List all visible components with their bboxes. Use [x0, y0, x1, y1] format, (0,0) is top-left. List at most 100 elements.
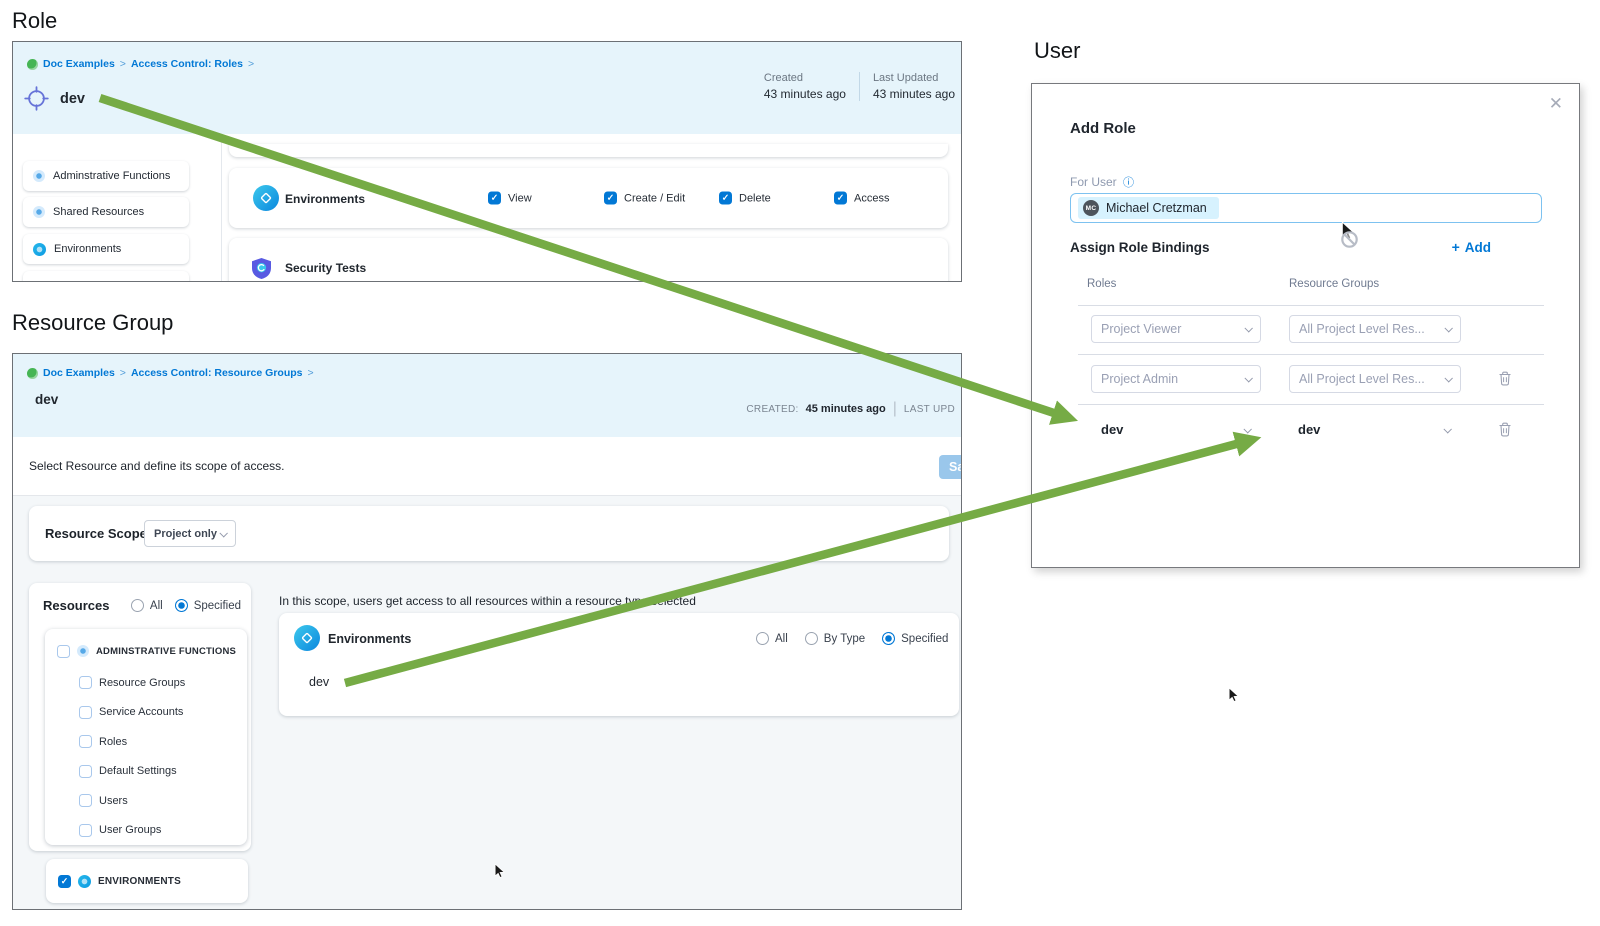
- radio-icon[interactable]: [130, 599, 144, 612]
- row-label: Environments: [285, 192, 366, 206]
- add-label: Add: [1464, 239, 1491, 255]
- radio-icon[interactable]: [174, 599, 188, 612]
- info-icon[interactable]: ⓘ: [1123, 177, 1135, 189]
- sidebar-item-administrative-functions[interactable]: Adminstrative Functions: [23, 161, 189, 191]
- project-logo-icon: [27, 58, 38, 70]
- checkbox-unchecked-icon[interactable]: [79, 794, 92, 808]
- sidebar-item-shared-resources[interactable]: Shared Resources: [23, 197, 189, 227]
- radio-label: By Type: [823, 632, 866, 645]
- resource-group-dropdown-value[interactable]: dev: [1298, 422, 1321, 437]
- role-dropdown[interactable]: Project Viewer: [1091, 315, 1261, 343]
- permission-delete[interactable]: ✓ Delete: [719, 191, 771, 205]
- administrative-functions-icon: [33, 170, 45, 182]
- checkbox-label: Resource Groups: [99, 676, 186, 689]
- plus-icon: +: [1451, 239, 1460, 255]
- row-label: Security Tests: [285, 261, 367, 275]
- breadcrumb[interactable]: Doc Examples > Access Control: Roles >: [27, 58, 254, 70]
- permission-create-edit[interactable]: ✓ Create / Edit: [604, 191, 685, 205]
- checkbox-unchecked-icon[interactable]: [79, 764, 92, 778]
- chevron-down-icon[interactable]: [1443, 425, 1452, 434]
- radio-icon[interactable]: [882, 632, 896, 645]
- checkbox-checked-icon[interactable]: ✓: [834, 191, 847, 205]
- checkbox-checked-icon[interactable]: ✓: [488, 191, 501, 205]
- permission-view[interactable]: ✓ View: [488, 191, 532, 205]
- radio-icon[interactable]: [804, 632, 818, 645]
- divider: [1078, 305, 1544, 306]
- resource-group-meta: CREATED: 45 minutes ago | LAST UPD: [746, 400, 955, 418]
- sidebar-item-environments[interactable]: Environments: [23, 234, 189, 264]
- close-icon[interactable]: ✕: [1548, 94, 1563, 113]
- checkbox-roles[interactable]: Roles: [79, 727, 247, 757]
- group-label: ADMINSTRATIVE FUNCTIONS: [96, 645, 237, 657]
- section-heading-user: User: [1034, 38, 1081, 63]
- shared-resources-icon: [33, 206, 45, 218]
- admin-functions-list-card: ADMINSTRATIVE FUNCTIONS Resource Groups …: [45, 629, 247, 845]
- meta-divider: |: [892, 400, 897, 417]
- dropdown-value: Project only: [154, 527, 217, 540]
- radio-label: All: [149, 599, 163, 612]
- resource-scope-dropdown[interactable]: Project only: [144, 520, 236, 547]
- role-dropdown-value[interactable]: dev: [1101, 422, 1124, 437]
- modal-title: Add Role: [1070, 120, 1136, 137]
- radio-all[interactable]: All: [130, 599, 163, 612]
- checkbox-unchecked-icon[interactable]: [79, 823, 92, 837]
- chevron-down-icon[interactable]: [1243, 425, 1252, 434]
- checkbox-checked-icon[interactable]: ✓: [58, 874, 71, 888]
- sidebar-item-partial[interactable]: [23, 271, 189, 281]
- breadcrumb-section[interactable]: Access Control: Resource Groups: [130, 367, 303, 379]
- checkbox-checked-icon[interactable]: ✓: [719, 191, 732, 205]
- environments-icon: [33, 242, 46, 256]
- checkbox-service-accounts[interactable]: Service Accounts: [79, 698, 247, 728]
- radio-all[interactable]: All: [756, 632, 788, 645]
- admin-functions-group-row[interactable]: ADMINSTRATIVE FUNCTIONS: [57, 642, 247, 660]
- updated-label: LAST UPD: [903, 403, 955, 415]
- breadcrumb-section[interactable]: Access Control: Roles: [130, 58, 243, 70]
- administrative-functions-icon: [77, 645, 89, 657]
- user-select-input[interactable]: MC Michael Cretzman: [1070, 193, 1542, 223]
- role-target-icon: [24, 86, 49, 111]
- group-label: ENVIRONMENTS: [98, 875, 181, 887]
- table-row-partial: [229, 144, 948, 157]
- checkbox-user-groups[interactable]: User Groups: [79, 816, 247, 846]
- divider: [1078, 404, 1544, 405]
- checkbox-unchecked-icon[interactable]: [57, 644, 70, 658]
- chevron-down-icon: [219, 528, 228, 538]
- breadcrumb[interactable]: Doc Examples > Access Control: Resource …: [27, 367, 314, 379]
- checkbox-label: Access: [854, 192, 890, 204]
- radio-icon[interactable]: [756, 632, 769, 645]
- radio-specified[interactable]: Specified: [174, 599, 241, 612]
- role-name: dev: [60, 91, 85, 107]
- role-dropdown[interactable]: Project Admin: [1091, 365, 1261, 393]
- trash-icon[interactable]: [1498, 422, 1512, 440]
- radio-label: All: [775, 632, 788, 645]
- created-value: 45 minutes ago: [805, 403, 886, 415]
- resource-group-dropdown[interactable]: All Project Level Res...: [1289, 315, 1461, 343]
- environments-group-card[interactable]: ✓ ENVIRONMENTS: [46, 859, 248, 903]
- permission-access[interactable]: ✓ Access: [834, 191, 890, 205]
- save-button[interactable]: Save: [939, 455, 961, 479]
- resource-group-dropdown[interactable]: All Project Level Res...: [1289, 365, 1461, 393]
- user-chip[interactable]: MC Michael Cretzman: [1078, 197, 1219, 219]
- chevron-down-icon: [1444, 324, 1453, 333]
- add-binding-button[interactable]: + Add: [1452, 239, 1491, 255]
- checkbox-users[interactable]: Users: [79, 786, 247, 816]
- breadcrumb-project[interactable]: Doc Examples: [43, 58, 115, 70]
- checkbox-default-settings[interactable]: Default Settings: [79, 757, 247, 787]
- trash-icon[interactable]: [1498, 371, 1512, 389]
- checkbox-unchecked-icon[interactable]: [79, 705, 92, 719]
- admin-functions-children: Resource Groups Service Accounts Roles D…: [79, 668, 247, 845]
- resource-scope-label: Resource Scope: [45, 526, 147, 541]
- dropdown-value: All Project Level Res...: [1299, 322, 1425, 336]
- resource-scope-card: Resource Scope Project only: [29, 506, 949, 561]
- breadcrumb-project[interactable]: Doc Examples: [43, 367, 115, 379]
- radio-specified[interactable]: Specified: [882, 632, 948, 645]
- checkbox-unchecked-icon[interactable]: [79, 676, 92, 690]
- checkbox-checked-icon[interactable]: ✓: [604, 191, 617, 205]
- checkbox-unchecked-icon[interactable]: [79, 735, 92, 749]
- radio-by-type[interactable]: By Type: [804, 632, 866, 645]
- resources-card: Resources All Specified ADMINSTRATIVE FU…: [29, 583, 251, 851]
- checkbox-resource-groups[interactable]: Resource Groups: [79, 668, 247, 698]
- meta-divider: [858, 72, 860, 101]
- chevron-down-icon: [1244, 324, 1253, 333]
- user-name: Michael Cretzman: [1106, 201, 1207, 215]
